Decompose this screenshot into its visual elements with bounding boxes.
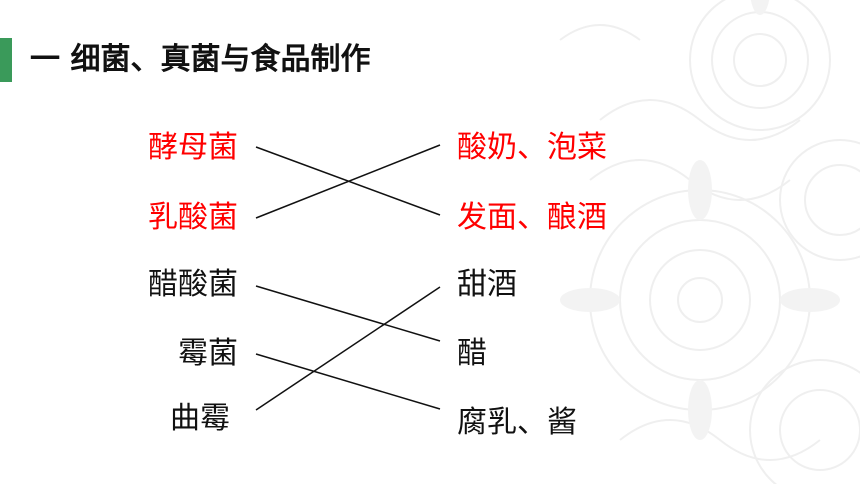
left-item-lactobacillus: 乳酸菌 — [148, 200, 238, 235]
link-mold-fermented-tofu — [255, 353, 441, 410]
right-item-sweet-wine: 甜酒 — [457, 267, 517, 302]
left-item-yeast: 酵母菌 — [148, 130, 238, 165]
left-item-aspergillus: 曲霉 — [170, 401, 230, 436]
title-accent-bar — [0, 38, 12, 82]
left-item-acetobacter: 醋酸菌 — [148, 267, 238, 302]
right-item-bread-wine: 发面、酿酒 — [457, 200, 607, 235]
right-item-vinegar: 醋 — [457, 336, 487, 371]
link-acetobacter-vinegar — [255, 285, 441, 342]
right-item-fermented-tofu-sauce: 腐乳、酱 — [457, 405, 577, 440]
link-lactobacillus-yogurt — [255, 144, 441, 219]
left-item-mold: 霉菌 — [178, 336, 238, 371]
link-yeast-bread-wine — [255, 146, 441, 216]
page-title: 一 细菌、真菌与食品制作 — [30, 42, 371, 77]
right-item-yogurt-pickles: 酸奶、泡菜 — [457, 130, 607, 165]
link-aspergillus-sweet-wine — [255, 286, 441, 411]
